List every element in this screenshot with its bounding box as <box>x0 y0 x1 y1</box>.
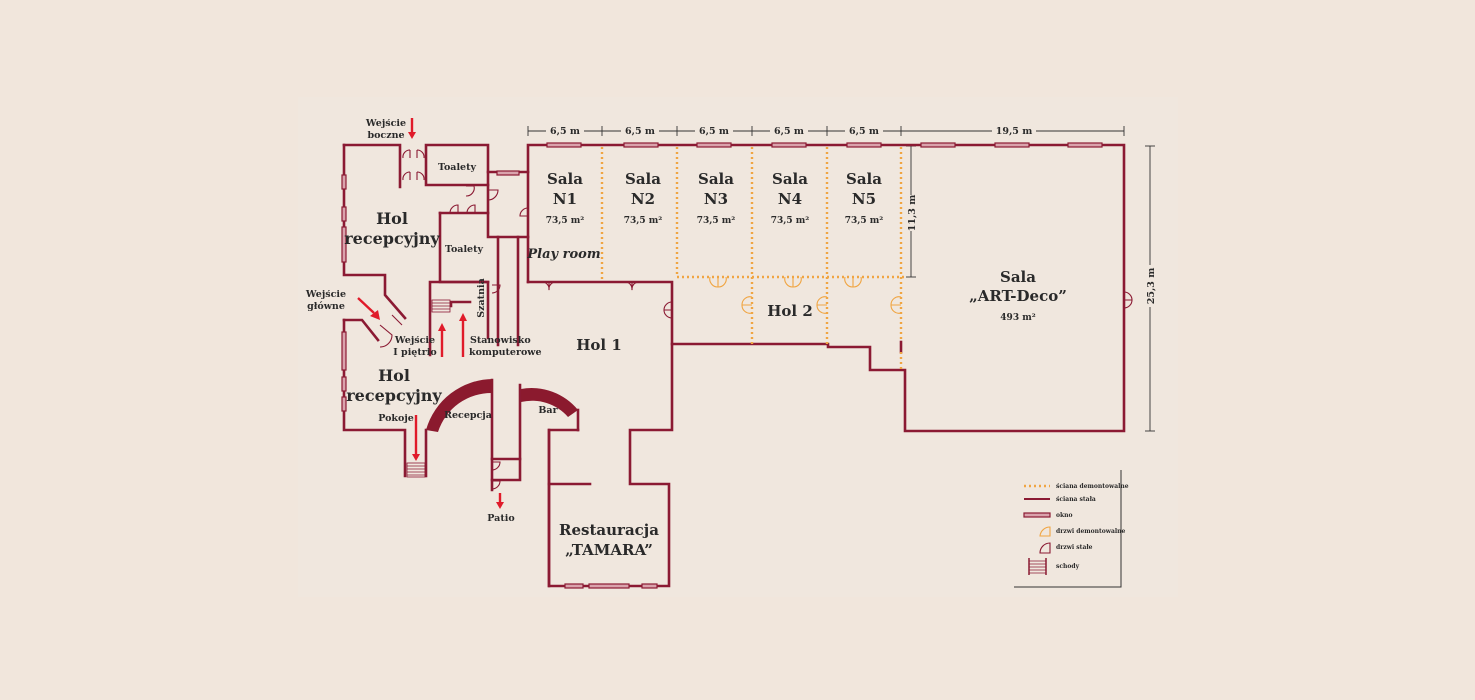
room-szatnia: Szatnia <box>476 278 487 317</box>
direction-arrows <box>357 118 504 509</box>
dimension-label: 6,5 m <box>849 126 879 137</box>
room-sala-n3: Sala N3 73,5 m² <box>697 170 736 226</box>
label-line: Wejście <box>365 118 406 129</box>
windows <box>341 142 1103 589</box>
label-line: Stanowisko <box>470 335 531 346</box>
legend-item-demountable-door: drzwi demontowalne <box>1039 526 1125 537</box>
legend-item-window: okno <box>1023 512 1073 519</box>
room-area: 73,5 m² <box>697 216 736 226</box>
legend-item-fixed-wall: ściana stała <box>1024 496 1096 503</box>
label-line: Wejście <box>394 335 435 346</box>
demountable-doors <box>709 276 902 314</box>
dimension-label: 6,5 m <box>699 126 729 137</box>
dimension-label: 11,3 m <box>907 195 918 232</box>
dimension-label: 6,5 m <box>625 126 655 137</box>
room-name-line: „TAMARA” <box>565 541 653 559</box>
room-code: N2 <box>631 190 655 208</box>
room-area: 73,5 m² <box>845 216 884 226</box>
room-title: „ART-Deco” <box>969 287 1067 305</box>
label-stanowisko: Stanowisko komputerowe <box>469 335 542 358</box>
label-line: komputerowe <box>469 347 542 358</box>
room-name: Sala <box>547 170 583 188</box>
dimension-vertical-small: 11,3 m <box>904 145 918 278</box>
room-name: Sala <box>1000 268 1036 286</box>
bar-counter <box>521 388 578 417</box>
label-wejscie-glowne: Wejście główne <box>305 289 346 312</box>
dimension-label: 25,3 m <box>1146 268 1157 305</box>
legend: ściana demontowalne ściana stała okno dr… <box>1014 470 1129 588</box>
legend-label: drzwi demontowalne <box>1056 528 1125 535</box>
dimension-top: 6,5 m 6,5 m 6,5 m 6,5 m 6,5 m 19,5 m <box>527 124 1125 138</box>
room-name-line: Restauracja <box>559 521 659 539</box>
room-note: Play room <box>526 247 600 262</box>
room-area: 73,5 m² <box>546 216 585 226</box>
room-code: N3 <box>704 190 728 208</box>
stairs <box>406 299 451 478</box>
label-pokoje: Pokoje <box>378 413 414 424</box>
legend-label: ściana stała <box>1056 496 1096 503</box>
fixed-doors <box>379 149 1133 490</box>
room-name-line: recepcyjny <box>344 229 440 248</box>
room-name-line: recepcyjny <box>346 386 442 405</box>
legend-item-demountable-wall: ściana demontowalne <box>1024 483 1129 490</box>
legend-label: okno <box>1056 512 1073 519</box>
walls <box>342 143 1126 588</box>
label-patio: Patio <box>487 513 514 524</box>
room-recepcja: Recepcja <box>444 410 492 421</box>
reception-counter <box>426 379 493 432</box>
room-area: 73,5 m² <box>624 216 663 226</box>
legend-label: schody <box>1056 563 1080 570</box>
label-wejscie-boczne: Wejście boczne <box>365 118 406 141</box>
room-sala-n4: Sala N4 73,5 m² <box>771 170 810 226</box>
room-code: N5 <box>852 190 876 208</box>
room-toalety-2: Toalety <box>445 244 484 255</box>
room-hol-recepcyjny-bottom: Hol recepcyjny <box>346 366 442 405</box>
room-hol-2: Hol 2 <box>767 302 813 320</box>
room-art-deco: Sala „ART-Deco” 493 m² <box>969 268 1067 323</box>
label-line: Wejście <box>305 289 346 300</box>
room-restauracja: Restauracja „TAMARA” <box>559 521 659 559</box>
room-area: 73,5 m² <box>771 216 810 226</box>
legend-item-stairs: schody <box>1028 558 1080 575</box>
legend-label: ściana demontowalne <box>1056 483 1129 490</box>
label-line: główne <box>307 301 345 312</box>
room-code: N1 <box>553 190 577 208</box>
room-code: N4 <box>778 190 802 208</box>
dimension-label: 6,5 m <box>774 126 804 137</box>
room-hol-recepcyjny-top: Hol recepcyjny <box>344 209 440 248</box>
room-name: Sala <box>772 170 808 188</box>
dimension-label: 6,5 m <box>550 126 580 137</box>
room-name-line: Hol <box>378 366 410 385</box>
label-line: boczne <box>367 130 404 141</box>
room-name: Sala <box>846 170 882 188</box>
room-name-line: Hol <box>376 209 408 228</box>
legend-label: drzwi stałe <box>1056 544 1093 551</box>
label-line: I piętrio <box>393 347 436 358</box>
dimension-vertical-large: 25,3 m <box>1143 145 1157 432</box>
room-bar: Bar <box>538 405 558 416</box>
room-sala-n5: Sala N5 73,5 m² <box>845 170 884 226</box>
room-toalety-1: Toalety <box>438 162 477 173</box>
dimension-label: 19,5 m <box>996 126 1033 137</box>
demountable-walls <box>600 147 905 370</box>
room-sala-n1: Sala N1 73,5 m² Play room <box>526 170 600 262</box>
room-sala-n2: Sala N2 73,5 m² <box>624 170 663 226</box>
room-hol-1: Hol 1 <box>576 336 622 354</box>
room-area: 493 m² <box>1000 313 1035 323</box>
room-name: Sala <box>698 170 734 188</box>
room-name: Sala <box>625 170 661 188</box>
legend-item-fixed-door: drzwi stałe <box>1039 542 1093 554</box>
label-wejscie-pietro: Wejście I piętrio <box>393 335 436 358</box>
